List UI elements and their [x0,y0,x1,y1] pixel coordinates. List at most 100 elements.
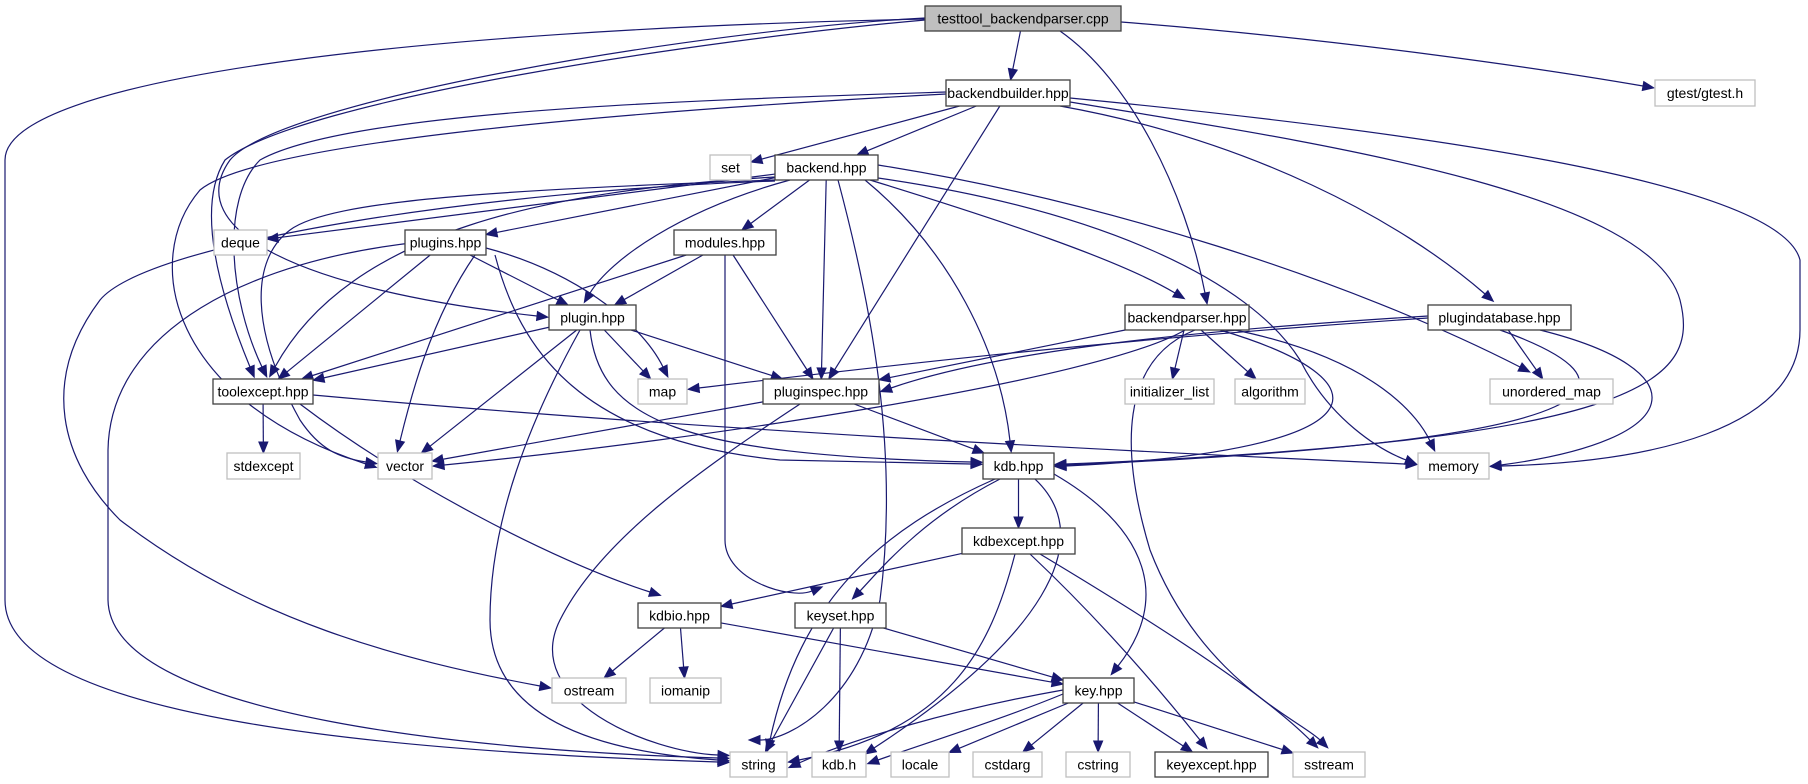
node-box [637,602,722,629]
node-backend[interactable]: backend.hpp [774,154,879,181]
node-iomanip: iomanip [649,677,722,704]
edge-line [1120,21,1644,87]
arrowhead [855,145,870,156]
arrowhead [1199,291,1211,306]
arrowhead [535,310,550,322]
arrowhead [802,366,814,381]
edge-line [1065,101,1685,465]
arrowhead [879,382,894,393]
edge-line [698,317,1429,389]
node-box [972,751,1043,778]
arrowhead [1405,458,1419,470]
edge-backendbuilder-to-pluginspec [828,105,1001,381]
edge-line [469,254,559,301]
node-box [774,154,879,181]
edge-line [859,478,1001,592]
node-backendparser[interactable]: backendparser.hpp [1124,304,1250,331]
edge-plugindatabase-to-unordered_map [1507,329,1544,381]
node-box [649,677,722,704]
node-testtool[interactable]: testtool_backendparser.cpp [924,5,1122,32]
arrowhead [970,456,984,468]
node-label: toolexcept.hpp [217,384,308,400]
node-cstdarg: cstdarg [972,751,1043,778]
edge-backend-to-ostream [63,180,776,692]
edge-kdb-to-kdbh [863,478,1062,755]
edge-line [496,177,776,233]
arrowhead [1179,741,1194,753]
node-vector: vector [377,452,433,480]
edge-line [1065,329,1581,466]
edge-backend-to-kdb [864,179,1016,454]
edge-backendparser-to-sstream [1130,329,1329,749]
arrowhead [717,749,731,761]
node-label: initializer_list [1130,384,1209,400]
node-toolexcept[interactable]: toolexcept.hpp [212,378,314,405]
node-kdb[interactable]: kdb.hpp [982,452,1055,480]
edge-line [312,394,1407,465]
edge-line [1069,97,1801,467]
edge-line [1059,30,1206,294]
arrowhead [658,364,669,379]
arrowhead [1050,671,1065,683]
node-kdbio[interactable]: kdbio.hpp [637,602,722,629]
edge-backend-to-string [747,179,888,746]
node-label: locale [902,757,939,773]
edge-backend-to-pluginspec [816,179,827,381]
edge-kdbio-to-iomanip [678,627,689,680]
edge-backendbuilder-to-plugindatabase [1059,105,1495,303]
node-stdexcept: stdexcept [226,452,301,480]
edge-line [759,179,888,741]
arrowhead [740,218,755,231]
node-keyexcept[interactable]: keyexcept.hpp [1154,751,1269,778]
node-pluginspec[interactable]: pluginspec.hpp [762,378,880,405]
edge-line [769,478,996,741]
node-plugindatabase[interactable]: plugindatabase.hpp [1427,304,1572,331]
edge-pluginspec-to-vector [430,401,764,465]
node-keyset[interactable]: keyset.hpp [794,602,887,629]
edge-backend-to-vector [260,179,776,468]
arrowhead [719,598,734,610]
arrowhead [1169,366,1181,381]
edge-line [603,329,644,372]
arrowhead [678,666,689,680]
node-label: modules.hpp [685,235,765,251]
edge-key-to-keyexcept [1117,702,1194,753]
node-label: iomanip [661,683,710,699]
node-cstring: cstring [1065,751,1131,778]
edge-backend-to-unordered_map [877,164,1531,373]
arrowhead [1021,740,1036,753]
arrowhead [1004,439,1016,454]
node-box [1417,452,1490,480]
node-box [1062,677,1135,704]
arrowhead [244,364,255,379]
node-modules[interactable]: modules.hpp [673,229,777,256]
edge-line [834,105,1001,370]
edge-backendbuilder-to-backend [855,105,977,156]
arrowhead [484,227,499,238]
node-box [1124,378,1215,405]
node-label: pluginspec.hpp [774,384,868,400]
edge-backend-to-plugins [484,177,776,238]
edge-line [286,254,431,373]
arrowhead [1531,366,1544,381]
edge-line [630,329,773,377]
node-label: keyset.hpp [807,608,875,624]
node-backendbuilder[interactable]: backendbuilder.hpp [945,79,1071,107]
edge-toolexcept-to-stdexcept [258,403,269,455]
arrowhead [1171,288,1186,300]
node-kdbexcept[interactable]: kdbexcept.hpp [961,527,1076,555]
edge-line [877,177,1407,461]
edge-kdbexcept-to-keyexcept [1029,553,1208,750]
edge-kdbexcept-to-sstream [1039,553,1319,749]
node-key[interactable]: key.hpp [1062,677,1135,704]
node-plugins[interactable]: plugins.hpp [404,229,487,256]
arrowhead [747,734,761,746]
node-label: backendparser.hpp [1127,310,1246,326]
node-box [1234,378,1306,405]
edge-backendbuilder-to-memory [1069,97,1801,472]
node-box [811,751,867,778]
node-box [890,751,950,778]
arrowhead [269,364,280,378]
node-plugin[interactable]: plugin.hpp [548,304,637,331]
node-string: string [729,751,788,778]
